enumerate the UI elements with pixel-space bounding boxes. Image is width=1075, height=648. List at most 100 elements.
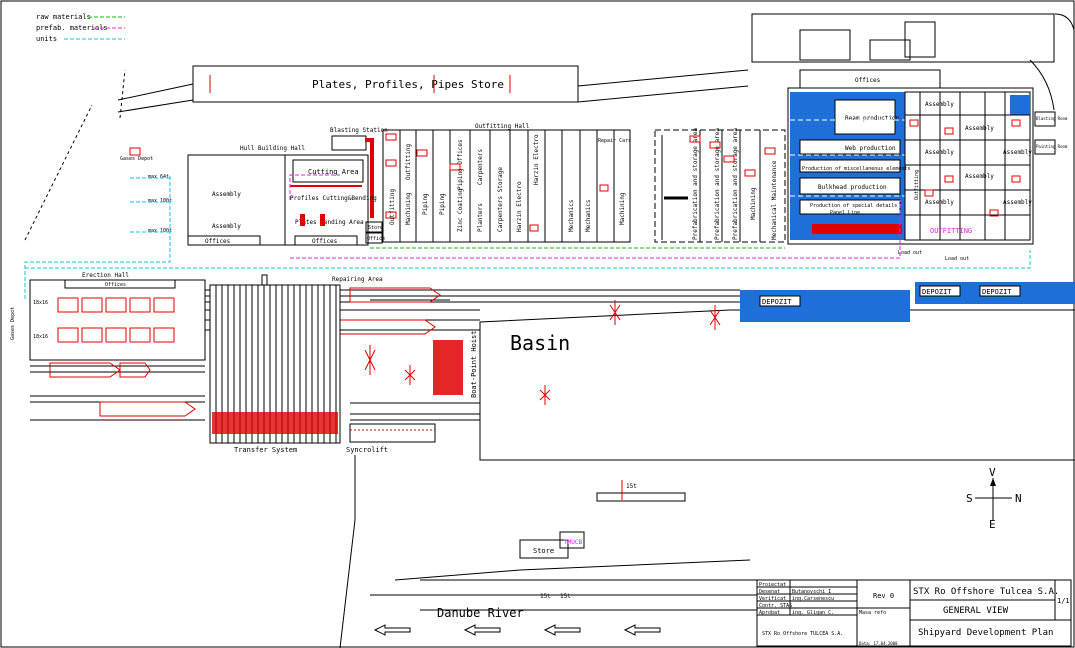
offices-top-block: Offices bbox=[751, 13, 1075, 111]
carpenters-storage: Carpenters Storage bbox=[497, 167, 504, 232]
tb-plan: Shipyard Development Plan bbox=[918, 628, 1053, 638]
boundary-dashed bbox=[24, 69, 126, 241]
blasting-room: Blasting Room bbox=[1036, 116, 1068, 121]
crane-15t: 15t bbox=[626, 483, 637, 490]
assembly-hull-2: Assembly bbox=[212, 223, 241, 230]
basin: Basin Boat-Point Hoist bbox=[433, 309, 1075, 445]
tb-aprobat-name: ing. Gligan C. bbox=[792, 610, 834, 616]
prefab-area: Prefabrication and storage area Prefabri… bbox=[654, 128, 786, 243]
tb-desenat: Desenat bbox=[759, 589, 780, 595]
zinc-coating: Zinc Coating bbox=[457, 188, 464, 232]
syncrolift-label: Syncrolift bbox=[346, 446, 388, 454]
legend-raw-label: raw materials bbox=[36, 13, 91, 21]
depozit-1: DEPOZIT bbox=[762, 298, 792, 306]
assembly-r5: Assembly bbox=[965, 173, 994, 180]
assembly-r2: Assembly bbox=[965, 125, 994, 132]
assembly-hull-1: Assembly bbox=[212, 191, 241, 198]
harzin-electro-2: Harzin Electro bbox=[533, 134, 540, 185]
tb-contr: Contr. STAS bbox=[759, 603, 792, 609]
planters: Planters bbox=[477, 203, 484, 232]
tb-verificat: Verificat bbox=[759, 596, 786, 602]
prefab-storage-3: Prefabrication and storage area bbox=[732, 128, 739, 240]
load-out-1: Load out bbox=[898, 250, 922, 256]
store-shore-label: Store bbox=[533, 547, 554, 555]
outfitting-hall-label: Outfitting Hall bbox=[475, 123, 530, 130]
title-block: Proiectat Desenat Butanovschi I Verifica… bbox=[756, 579, 1072, 647]
assembly-r4: Assembly bbox=[1003, 149, 1032, 156]
depozit-2: DEPOZIT bbox=[922, 288, 952, 296]
machining-1: Machining bbox=[405, 192, 412, 225]
blasting-station-label: Blasting Station bbox=[330, 127, 388, 134]
repair-cars: Repair Cars bbox=[598, 138, 631, 144]
machining-2: Machining bbox=[619, 192, 626, 225]
legend-prefab-label: prefab. materials bbox=[36, 24, 108, 32]
misc-elements: Production of miscellaneous elements bbox=[802, 166, 910, 172]
legend: raw materials prefab. materials units bbox=[36, 13, 125, 43]
danube-river: Danube River bbox=[373, 606, 661, 636]
carpenters: Carpenters bbox=[477, 148, 484, 185]
compass-s: S bbox=[966, 492, 973, 505]
tmucb-label: TMUCB bbox=[564, 539, 582, 546]
outfitting-magenta: OUTFITTING bbox=[930, 227, 972, 235]
profiles-label: Profiles Cutting&Bending bbox=[290, 195, 377, 202]
access-lines bbox=[117, 69, 749, 301]
prefab-storage-1: Prefabrication and storage area bbox=[692, 128, 699, 240]
outfitting-1: Outfitting bbox=[389, 188, 396, 225]
assembly-r3: Assembly bbox=[925, 149, 954, 156]
hull-building-hall: Hull Building Hall Cutting Area Profiles… bbox=[120, 145, 385, 246]
max64-label: max 64t bbox=[148, 174, 169, 180]
gases-depot-1: Gases Depot bbox=[120, 156, 153, 162]
mechanics-2: Mechanics bbox=[585, 199, 592, 232]
max100b-label: max 100t bbox=[148, 228, 172, 234]
tb-masa: Masa refo bbox=[859, 610, 886, 616]
harzin-electro-1: Harzin Electro bbox=[516, 181, 523, 232]
transfer-system: Transfer System bbox=[209, 274, 341, 454]
offices-top-label: Offices bbox=[855, 77, 881, 84]
tb-proiectat: Proiectat bbox=[759, 582, 786, 588]
beam-production: Beam production bbox=[845, 115, 900, 122]
painting-room: Painting Room bbox=[1036, 144, 1068, 149]
store-small-label: Store bbox=[368, 225, 383, 231]
river-label: Danube River bbox=[437, 606, 524, 620]
tb-verificat-name: ing.Carsenescu bbox=[792, 596, 834, 602]
erection-hall-label: Erection Hall bbox=[82, 272, 129, 279]
production-hall: Beam production Web production Productio… bbox=[787, 87, 1068, 262]
compass-n: N bbox=[1015, 492, 1022, 505]
special-details: Production of special details bbox=[810, 203, 897, 209]
offices-erection: Offices bbox=[105, 282, 126, 288]
outfitting-r: Outfitting bbox=[914, 170, 920, 200]
main-store-label: Plates, Profiles, Pipes Store bbox=[312, 78, 504, 91]
compass-rose: V S N E bbox=[966, 466, 1022, 531]
crane-markers bbox=[364, 300, 721, 405]
crane-15t-b: 15t bbox=[560, 593, 571, 600]
offices-hull-1: Offices bbox=[205, 238, 231, 245]
offices-hull-2: Offices bbox=[312, 238, 338, 245]
depozit-area: DEPOZIT DEPOZIT DEPOZIT bbox=[740, 282, 1075, 322]
tb-aprobat: Aprobat bbox=[759, 610, 780, 616]
erection-hall: Erection Hall Offices 18x16 18x16 Gases … bbox=[10, 272, 206, 361]
tb-rev: Rev 0 bbox=[873, 592, 894, 600]
legend-units-label: units bbox=[36, 35, 57, 43]
assembly-r1: Assembly bbox=[925, 101, 954, 108]
compass-e: E bbox=[989, 518, 996, 531]
flow-lines bbox=[24, 174, 1031, 300]
plates-bending-label: Plates Bending Area bbox=[295, 219, 364, 226]
compass-v: V bbox=[989, 466, 996, 479]
assembly-r6: Assembly bbox=[925, 199, 954, 206]
shore-store: Store TMUCB bbox=[519, 531, 585, 559]
transfer-system-label: Transfer System bbox=[234, 446, 297, 454]
hull-hall-label: Hull Building Hall bbox=[240, 145, 305, 152]
basin-label: Basin bbox=[510, 331, 570, 355]
tb-desenat-name: Butanovschi I bbox=[792, 589, 831, 595]
blasting-station: Blasting Station bbox=[330, 127, 388, 218]
web-production: Web production bbox=[845, 145, 896, 152]
dim2: 18x16 bbox=[33, 334, 48, 340]
tb-company-title: STX Ro Offshore Tulcea S.A. bbox=[913, 587, 1059, 597]
lower-shore bbox=[339, 445, 1075, 648]
tb-sheet: 1/1 bbox=[1057, 597, 1070, 605]
bulkhead-production: Bulkhead production bbox=[818, 184, 887, 191]
slipway-lines bbox=[30, 289, 740, 421]
crane-15t-a: 15t bbox=[540, 593, 551, 600]
